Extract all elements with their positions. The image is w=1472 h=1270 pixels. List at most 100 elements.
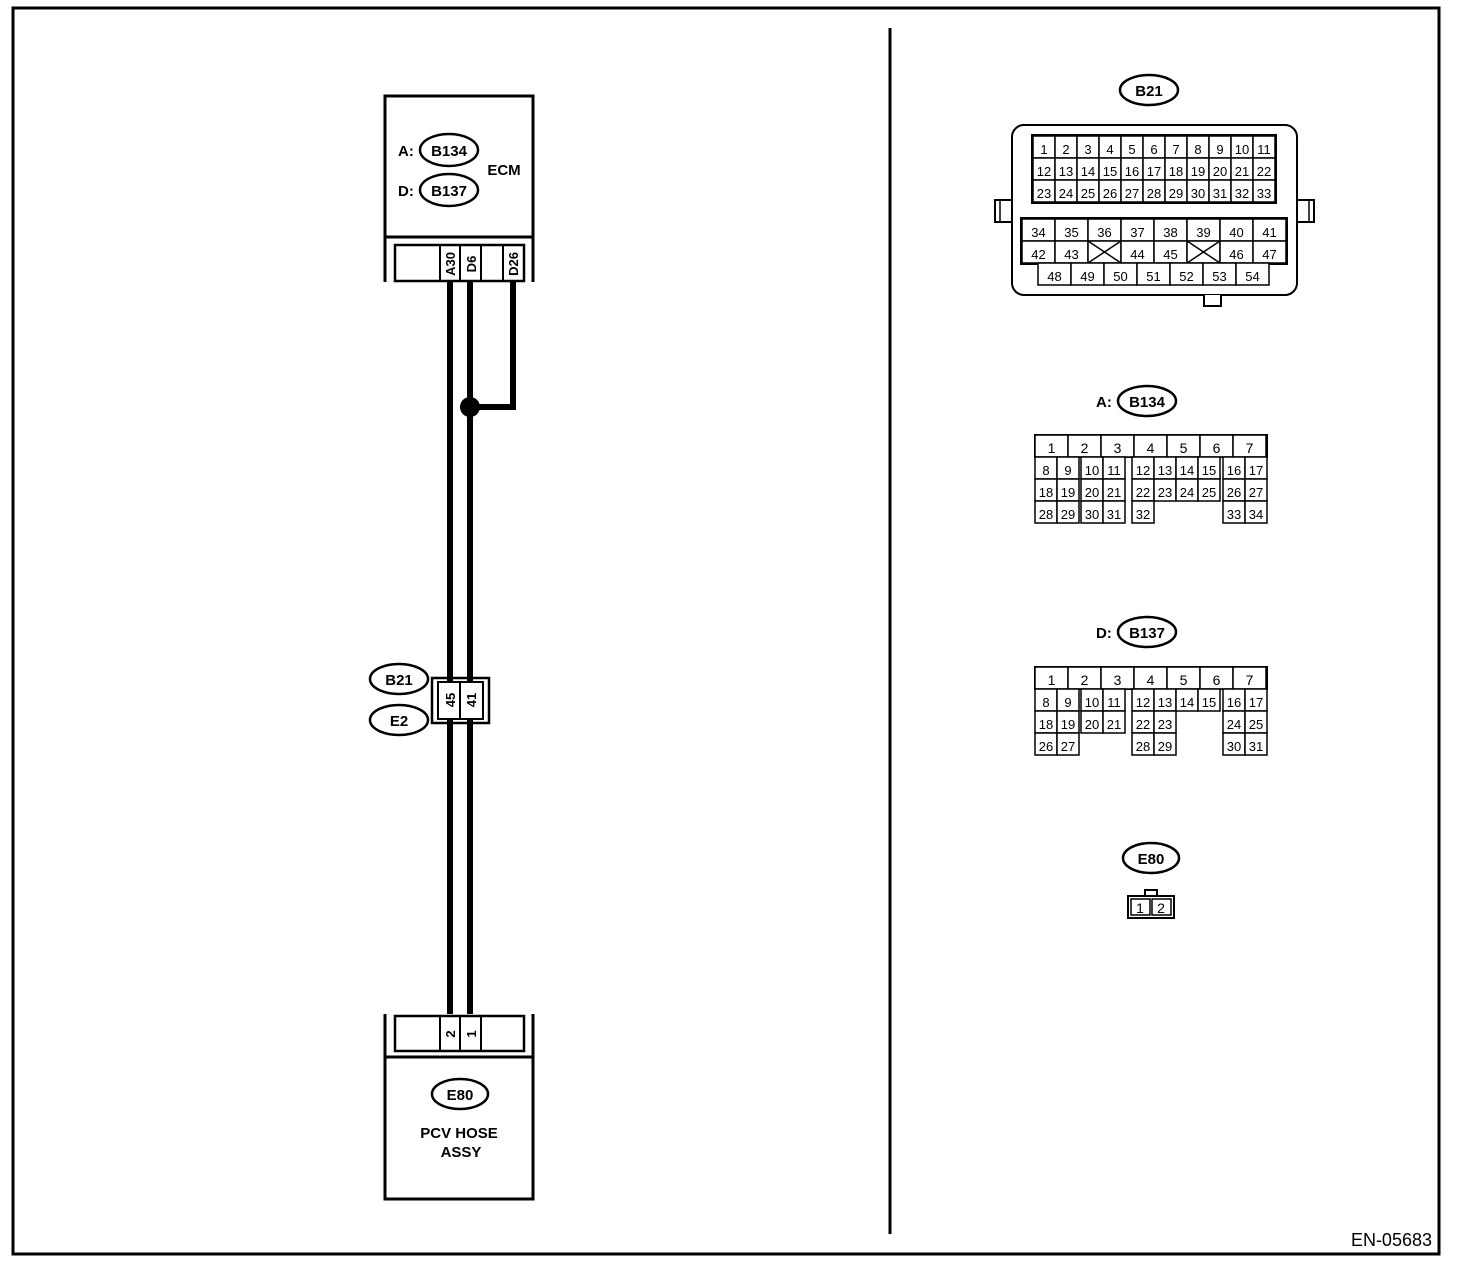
- b137-pin-25: 25: [1249, 717, 1263, 732]
- joint-terminal-45: 45: [443, 693, 458, 707]
- splice-point: [460, 397, 480, 417]
- b21-view-badge-text: B21: [1135, 83, 1163, 100]
- b21-pin-23: 23: [1037, 186, 1051, 201]
- pcv-label-line1: PCV HOSE: [420, 1125, 498, 1142]
- b137-pin-12: 12: [1136, 695, 1150, 710]
- b21-pin-53: 53: [1212, 269, 1226, 284]
- b21-pin-43: 43: [1064, 247, 1078, 262]
- b134-view-badge-text: B134: [1129, 394, 1166, 411]
- e80-pin-2: 2: [1157, 900, 1165, 916]
- joint-badge-b21-text: B21: [385, 672, 413, 689]
- b21-pin-29: 29: [1169, 186, 1183, 201]
- b137-pin-6: 6: [1213, 672, 1221, 688]
- b137-pin-21: 21: [1107, 717, 1121, 732]
- b21-pin-17: 17: [1147, 164, 1161, 179]
- pcv-badge-e80: [430, 1077, 490, 1111]
- b134-pin-21: 21: [1107, 485, 1121, 500]
- b137-view-badge-text: B137: [1129, 625, 1165, 642]
- b137-pin-22: 22: [1136, 717, 1150, 732]
- b21-pin-19: 19: [1191, 164, 1205, 179]
- pcv-badge-e80-text: E80: [447, 1087, 474, 1104]
- b21-pin-2: 2: [1062, 142, 1069, 157]
- ecm-terminal-a30: A30: [443, 252, 458, 276]
- ecm-connector-d-prefix: D:: [398, 183, 414, 200]
- b134-pin-20: 20: [1085, 485, 1099, 500]
- b134-pin-27: 27: [1249, 485, 1263, 500]
- ecm-connector-a-prefix: A:: [398, 143, 414, 160]
- joint-badge-e2-text: E2: [390, 713, 408, 730]
- b137-pin-4: 4: [1147, 672, 1155, 688]
- b134-pin-16: 16: [1227, 463, 1241, 478]
- b21-pin-40: 40: [1229, 225, 1243, 240]
- b137-view-prefix: D:: [1096, 625, 1112, 642]
- b134-pin-5: 5: [1180, 440, 1188, 456]
- b134-pin-32: 32: [1136, 507, 1150, 522]
- b21-pin-10: 10: [1235, 142, 1249, 157]
- b134-pin-14: 14: [1180, 463, 1194, 478]
- b137-pin-27: 27: [1061, 739, 1075, 754]
- joint-badge-b21: [368, 662, 430, 696]
- b134-pin-17: 17: [1249, 463, 1263, 478]
- pcv-hose-assy: 2 1 E80 PCV HOSE ASSY: [383, 1014, 535, 1201]
- b137-pin-26: 26: [1039, 739, 1053, 754]
- b21-pin-9: 9: [1216, 142, 1223, 157]
- b21-pin-11: 11: [1257, 142, 1271, 157]
- diagram-id: EN-05683: [1351, 1230, 1432, 1250]
- b134-pin-33: 33: [1227, 507, 1241, 522]
- b137-view-badge: [1116, 615, 1178, 649]
- ecm-label: ECM: [487, 162, 520, 179]
- b21-pin-14: 14: [1081, 164, 1095, 179]
- b134-pin-6: 6: [1213, 440, 1221, 456]
- b21-pin-13: 13: [1059, 164, 1073, 179]
- pcv-terminal-2: 2: [443, 1030, 458, 1037]
- e80-view-badge-text: E80: [1138, 851, 1165, 868]
- b134-pin-13: 13: [1158, 463, 1172, 478]
- b137-pin-20: 20: [1085, 717, 1099, 732]
- b21-pin-15: 15: [1103, 164, 1117, 179]
- b21-pin-31: 31: [1213, 186, 1227, 201]
- b21-pin-48: 48: [1047, 269, 1061, 284]
- b21-pin-16: 16: [1125, 164, 1139, 179]
- b137-pin-18: 18: [1039, 717, 1053, 732]
- wire-d26-splice: [470, 281, 516, 410]
- ecm-unit: A: B134 D: B137 ECM A30 D6 D26: [383, 94, 535, 283]
- b134-pin-7: 7: [1246, 440, 1254, 456]
- b134-pin-19: 19: [1061, 485, 1075, 500]
- e80-pin-1: 1: [1136, 900, 1144, 916]
- b134-pin-25: 25: [1202, 485, 1216, 500]
- b134-pin-15: 15: [1202, 463, 1216, 478]
- b137-pin-31: 31: [1249, 739, 1263, 754]
- b137-pin-30: 30: [1227, 739, 1241, 754]
- b21-pin-12: 12: [1037, 164, 1051, 179]
- b137-pin-8: 8: [1042, 695, 1049, 710]
- b21-pin-49: 49: [1080, 269, 1094, 284]
- b21-view-badge: [1118, 73, 1180, 107]
- b21-pin-32: 32: [1235, 186, 1249, 201]
- joint-connector: 45 41 B21 E2: [368, 662, 491, 737]
- e80-view-badge: [1121, 841, 1181, 875]
- ecm-connector-d-badge-text: B137: [431, 183, 467, 200]
- b137-pin-19: 19: [1061, 717, 1075, 732]
- b21-pin-4: 4: [1106, 142, 1113, 157]
- b137-pin-14: 14: [1180, 695, 1194, 710]
- b21-pin-33: 33: [1257, 186, 1271, 201]
- b21-pin-24: 24: [1059, 186, 1073, 201]
- b21-pin-41: 41: [1262, 225, 1276, 240]
- ecm-connector-d-badge: [418, 172, 480, 208]
- b134-pin-1: 1: [1048, 440, 1056, 456]
- b21-pin-50: 50: [1113, 269, 1127, 284]
- b21-pin-51: 51: [1146, 269, 1160, 284]
- b137-pin-17: 17: [1249, 695, 1263, 710]
- b134-pin-23: 23: [1158, 485, 1172, 500]
- b137-pin-23: 23: [1158, 717, 1172, 732]
- joint-terminal-41: 41: [464, 693, 479, 707]
- ecm-connector-a-badge: [418, 132, 480, 168]
- b134-pin-12: 12: [1136, 463, 1150, 478]
- diagram-frame: [11, 6, 1441, 1256]
- b134-pin-31: 31: [1107, 507, 1121, 522]
- b137-pin-28: 28: [1136, 739, 1150, 754]
- b21-pin-20: 20: [1213, 164, 1227, 179]
